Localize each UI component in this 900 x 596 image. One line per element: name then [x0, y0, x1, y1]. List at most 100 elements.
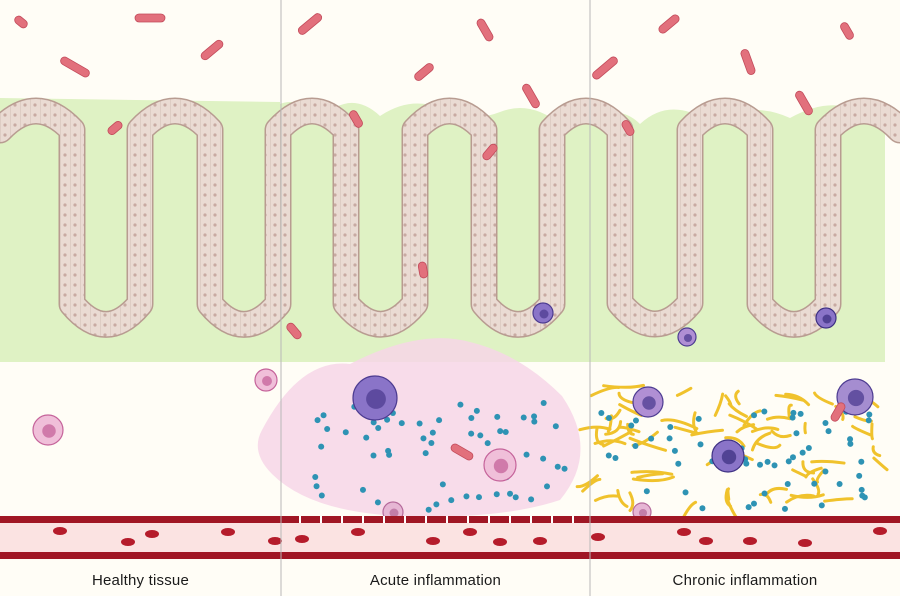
cell-nucleus: [262, 376, 272, 386]
cell-nucleus: [721, 449, 737, 465]
bacteria: [14, 13, 854, 461]
red-blood-cell: [121, 538, 135, 546]
cytokine-dot: [429, 429, 436, 436]
collagen-fiber: [593, 439, 627, 446]
mucus-chronic: [590, 105, 885, 363]
collagen-fiber: [791, 468, 808, 478]
cytokine-dot: [697, 441, 704, 448]
bacterium: [450, 443, 474, 461]
cytokine-dot: [858, 486, 865, 493]
cytokine-dot: [761, 408, 768, 415]
cytokine-dot: [448, 497, 455, 504]
cytokine-dot: [528, 496, 535, 503]
vessel-wall-gaps: [299, 516, 574, 523]
red-blood-cell: [798, 539, 812, 547]
cytokine-dot: [695, 415, 702, 422]
collagen-fiber: [631, 475, 675, 483]
red-blood-cell: [743, 537, 757, 545]
bacterium: [14, 15, 28, 29]
cytokine-dot: [420, 435, 427, 442]
cytokine-dot: [822, 420, 829, 427]
cytokine-dot: [605, 452, 612, 459]
red-blood-cell: [591, 533, 605, 541]
cytokine-dot: [507, 490, 514, 497]
cytokine-dot: [359, 486, 366, 493]
cytokine-dot: [428, 440, 435, 447]
cytokine-dot: [425, 506, 432, 513]
collagen-fiber: [617, 391, 634, 405]
red-blood-cell: [145, 530, 159, 538]
bacterium: [134, 13, 166, 23]
cytokine-dot: [540, 399, 547, 406]
red-blood-cell: [53, 527, 67, 535]
collagen-fiber: [575, 474, 599, 489]
collagen-fiber: [872, 456, 889, 472]
cell-nucleus: [493, 458, 509, 474]
bacterium: [482, 143, 498, 161]
cytokine-dot: [699, 505, 706, 512]
collagen-fiber: [784, 392, 811, 407]
cytokine-dot: [370, 419, 377, 426]
bacterium: [297, 13, 323, 35]
cytokine-dot: [825, 428, 832, 435]
cytokine-dot: [531, 418, 538, 425]
collagen-fiber: [870, 422, 874, 441]
collagen-fiber: [673, 425, 700, 436]
bacterium: [658, 14, 680, 34]
collagen-fiber: [626, 422, 635, 436]
cytokine-dot: [811, 480, 818, 487]
panel-label-acute: Acute inflammation: [369, 572, 502, 589]
red-blood-cell: [221, 528, 235, 536]
cytokine-dot: [836, 481, 843, 488]
cytokine-dot: [484, 440, 491, 447]
collagen-fiber: [675, 386, 693, 397]
collagen-fiber: [581, 477, 602, 493]
collagen-fiber: [770, 429, 792, 439]
cytokine-dot: [370, 452, 377, 459]
collagen-fiber: [750, 431, 772, 452]
cytokine-dot: [398, 420, 405, 427]
cytokine-dot: [822, 468, 829, 475]
red-blood-cell: [533, 537, 547, 545]
cytokine-dot: [561, 465, 568, 472]
panel-label-healthy: Healthy tissue: [91, 572, 189, 589]
collagen-fiber: [630, 470, 674, 476]
collagen-fibers: [575, 383, 889, 523]
red-blood-cell: [493, 538, 507, 546]
cytokine-dot: [847, 440, 854, 447]
cell-nucleus: [638, 508, 648, 518]
red-blood-cell: [426, 537, 440, 545]
cytokine-dot: [797, 410, 804, 417]
bacterium: [621, 120, 635, 136]
cytokine-dot: [385, 447, 392, 454]
epithelium-band: [0, 99, 900, 337]
cytokine-dot: [789, 454, 796, 461]
cytokine-dot: [523, 451, 530, 458]
cytokine-dot: [312, 474, 319, 481]
collagen-fiber: [727, 402, 748, 418]
cytokine-dot: [612, 455, 619, 462]
cytokine-dot: [598, 409, 605, 416]
cytokine-dot: [463, 493, 470, 500]
bacterium: [60, 56, 90, 78]
cytokine-dot: [643, 488, 650, 495]
bacterium: [200, 39, 224, 61]
cytokine-dot: [666, 435, 673, 442]
red-blood-cell: [699, 537, 713, 545]
cytokine-dot: [436, 417, 443, 424]
collagen-fiber: [734, 389, 741, 406]
cytokine-dot: [544, 483, 551, 490]
collagen-fiber: [804, 466, 823, 479]
cytokine-dot: [784, 481, 791, 488]
collagen-fiber: [628, 491, 635, 512]
collagen-fiber: [774, 393, 805, 402]
collagen-fiber: [604, 420, 623, 436]
cytokine-dot: [671, 447, 678, 454]
collagen-fiber: [602, 383, 645, 389]
bacterium: [417, 261, 429, 279]
blood-vessel: [0, 516, 900, 559]
red-blood-cell: [351, 528, 365, 536]
cytokine-dot: [818, 502, 825, 509]
collagen-fiber: [750, 426, 780, 434]
cytokine-dot: [477, 432, 484, 439]
